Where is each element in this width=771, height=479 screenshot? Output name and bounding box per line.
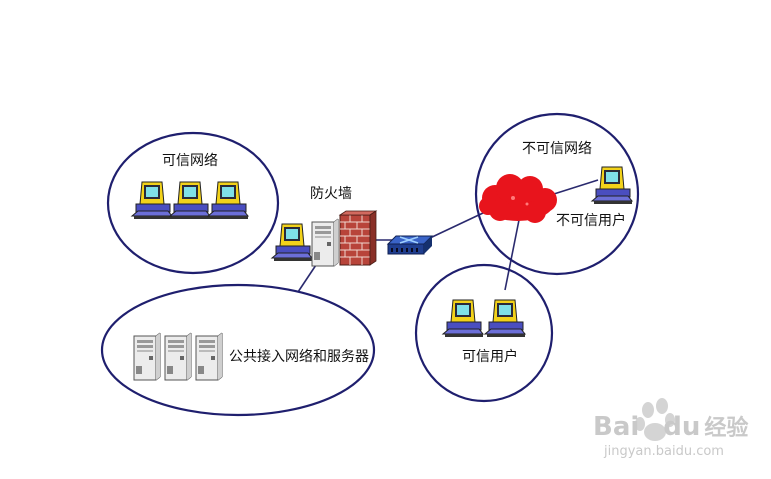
- server-icon: [133, 332, 161, 381]
- untrusted-user-label: 不可信用户: [556, 213, 626, 229]
- trusted-network-label: 可信网络: [162, 153, 218, 169]
- computer-icon: [484, 299, 526, 338]
- computer-icon: [207, 181, 249, 220]
- public-access-label: 公共接入网络和服务器: [229, 349, 369, 365]
- watermark-brand-prefix: Bai: [593, 412, 640, 442]
- router-icon: [386, 235, 434, 255]
- trusted-network-ellipse: [106, 131, 280, 275]
- watermark-brand-suffix: du: [663, 412, 701, 442]
- computer-icon: [169, 181, 211, 220]
- trusted-user-label: 可信用户: [462, 349, 518, 365]
- watermark-url: jingyan.baidu.com: [604, 444, 724, 459]
- server-icon: [195, 332, 223, 381]
- computer-icon: [131, 181, 173, 220]
- cloud-icon: [479, 174, 557, 223]
- public-access-ellipse: [100, 283, 376, 417]
- trusted-user-ellipse: [414, 263, 554, 403]
- untrusted-network-ellipse: [474, 112, 640, 276]
- firewall-label: 防火墙: [310, 186, 352, 202]
- untrusted-network-label: 不可信网络: [522, 141, 592, 157]
- server-icon: [311, 218, 339, 267]
- computer-icon: [271, 223, 313, 262]
- server-icon: [164, 332, 192, 381]
- watermark-brand-cn: 经验: [704, 416, 749, 441]
- computer-icon: [442, 299, 484, 338]
- firewall-brick-icon: [338, 210, 378, 266]
- computer-icon: [591, 166, 633, 205]
- paw-icon: [635, 398, 675, 441]
